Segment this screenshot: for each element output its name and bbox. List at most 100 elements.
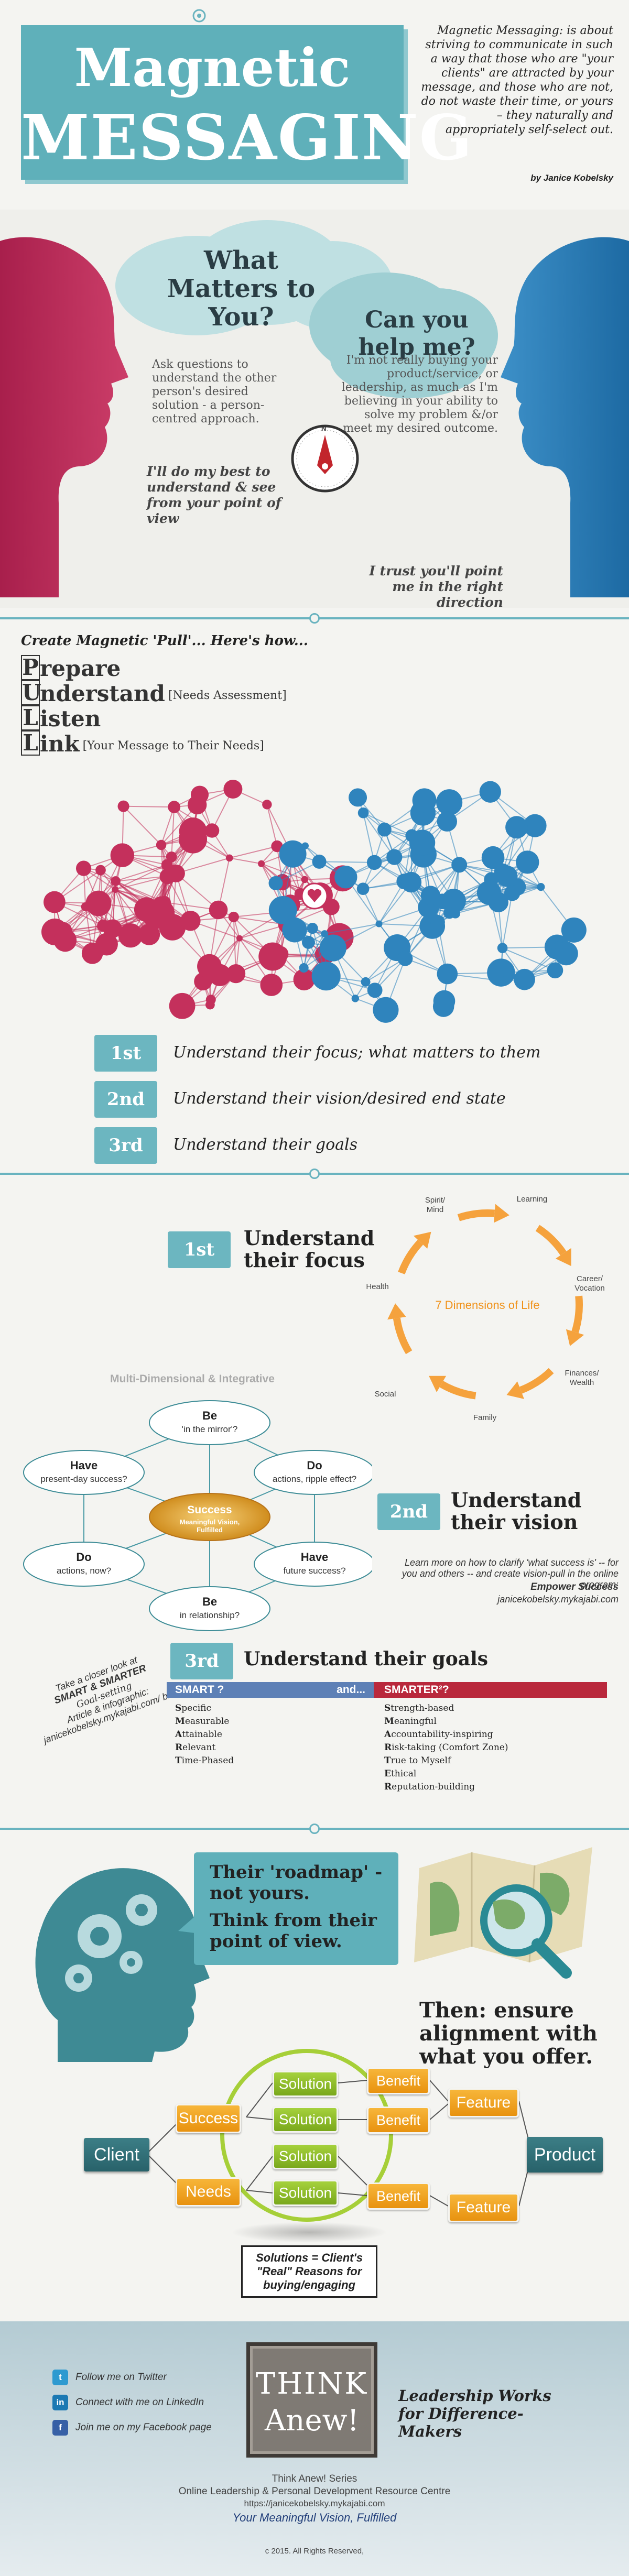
pull-letter-p: P — [21, 655, 40, 680]
network-node — [357, 807, 369, 818]
vision-oval-sub: 'in the mirror'? — [182, 1424, 238, 1434]
divider-ornament — [299, 1821, 330, 1837]
vision-oval-sub: actions, now? — [57, 1566, 111, 1576]
twitter-label: Follow me on Twitter — [75, 2372, 167, 2383]
goal-item: Relevant — [175, 1742, 216, 1753]
logo-line-1: THINK — [255, 2367, 368, 2401]
focus-title: Understand their focus — [244, 1226, 375, 1272]
vision-oval-title: Do — [307, 1459, 322, 1472]
network-node — [197, 954, 222, 979]
cycle-arrow — [439, 1381, 476, 1400]
twitter-link[interactable]: t Follow me on Twitter — [52, 2370, 167, 2385]
goal-item: Strength-based — [384, 1703, 454, 1713]
network-node — [204, 823, 220, 838]
footer-url[interactable]: https://janicekobelsky.mykajabi.com — [244, 2498, 385, 2508]
footer: t Follow me on Twitter in Connect with m… — [0, 2321, 629, 2576]
network-node — [268, 896, 297, 924]
network-node — [514, 968, 535, 990]
network-node — [279, 840, 307, 868]
network-link — [176, 857, 230, 874]
linkedin-link[interactable]: in Connect with me on LinkedIn — [52, 2395, 204, 2410]
goal-item: Specific — [175, 1703, 212, 1713]
network-node — [554, 942, 578, 966]
network-node — [377, 822, 392, 837]
network-node — [361, 977, 371, 987]
network-node — [260, 974, 283, 996]
vision-oval-title: Have — [301, 1551, 329, 1564]
success-sub: Meaningful Vision, — [180, 1518, 240, 1526]
network-node — [481, 846, 505, 869]
dimension-label: Health — [366, 1282, 388, 1291]
facebook-link[interactable]: f Join me on my Facebook page — [52, 2420, 212, 2436]
network-node — [236, 935, 243, 942]
cycle-center-label: 7 Dimensions of Life — [435, 1298, 540, 1312]
network-node — [537, 882, 545, 891]
step-badge-2nd: 2nd — [94, 1081, 157, 1118]
matters-section: What Matters to You? Can you help me? As… — [0, 210, 629, 610]
network-link — [362, 888, 379, 924]
solution-box: Solution — [273, 2143, 338, 2169]
vision-badge: 2nd — [377, 1493, 440, 1530]
network-node — [299, 963, 309, 973]
network-node — [373, 997, 399, 1023]
network-node — [504, 885, 520, 901]
network-node — [497, 943, 508, 953]
network-illustration — [41, 780, 587, 1023]
network-node — [117, 800, 129, 812]
network-node — [268, 876, 283, 890]
thinking-head-icon — [35, 1868, 210, 2062]
network-node — [356, 882, 370, 896]
vision-oval — [254, 1450, 372, 1495]
network-node — [118, 923, 143, 948]
title-banner: Magnetic MESSAGING — [21, 25, 472, 180]
network-node — [190, 785, 209, 804]
pull-note: [Needs Assessment] — [168, 689, 287, 702]
pull-item-prepare: P repare — [21, 655, 388, 680]
network-node — [386, 849, 403, 865]
network-node — [168, 801, 181, 813]
goals-side-note: Take a closer look at SMART & SMARTER Go… — [16, 1641, 192, 1750]
cycle-arrow — [519, 1368, 554, 1394]
network-link — [115, 876, 168, 882]
step-text: Understand their vision/desired end stat… — [173, 1089, 506, 1108]
network-link — [374, 835, 413, 863]
vision-program-url[interactable]: janicekobelsky.mykajabi.com — [497, 1594, 619, 1604]
benefit-box: Benefit — [367, 2182, 430, 2210]
cloud-right-text: Can you help me? — [358, 307, 475, 361]
network-node — [451, 857, 468, 873]
cycle-arrowhead — [494, 1204, 509, 1223]
network-link — [275, 861, 320, 884]
network-node — [436, 789, 463, 816]
network-node — [159, 868, 176, 885]
facebook-icon: f — [52, 2420, 68, 2436]
cycle-arrowhead — [506, 1381, 525, 1399]
network-link — [115, 864, 168, 890]
pull-item-listen: L isten — [21, 705, 388, 730]
network-node — [366, 855, 382, 870]
logo-line-2: Anew! — [264, 2404, 360, 2438]
network-node — [156, 839, 167, 850]
pull-word: ink — [40, 731, 80, 757]
network-node — [179, 817, 207, 846]
network-node — [437, 963, 458, 985]
network-node — [43, 891, 66, 913]
network-node — [95, 865, 106, 876]
success-box: Success — [176, 2104, 241, 2133]
network-node — [430, 915, 445, 930]
vision-oval-title: Have — [70, 1459, 98, 1472]
bubble-line-1: Their 'roadmap' - not yours. — [210, 1862, 383, 1904]
bubble-line-2: Think from their point of view. — [210, 1910, 377, 1952]
solution-box: Solution — [273, 2071, 338, 2097]
network-link — [229, 846, 277, 859]
benefit-box: Benefit — [367, 2106, 430, 2134]
network-node — [334, 866, 357, 889]
network-node — [209, 900, 228, 920]
dimension-label: Career/Vocation — [574, 1274, 605, 1293]
network-node — [226, 964, 246, 984]
network-node — [138, 923, 160, 945]
cycle-arrowhead — [413, 1231, 431, 1249]
think-anew-logo: THINK Anew! — [246, 2342, 377, 2458]
network-node — [479, 781, 501, 803]
